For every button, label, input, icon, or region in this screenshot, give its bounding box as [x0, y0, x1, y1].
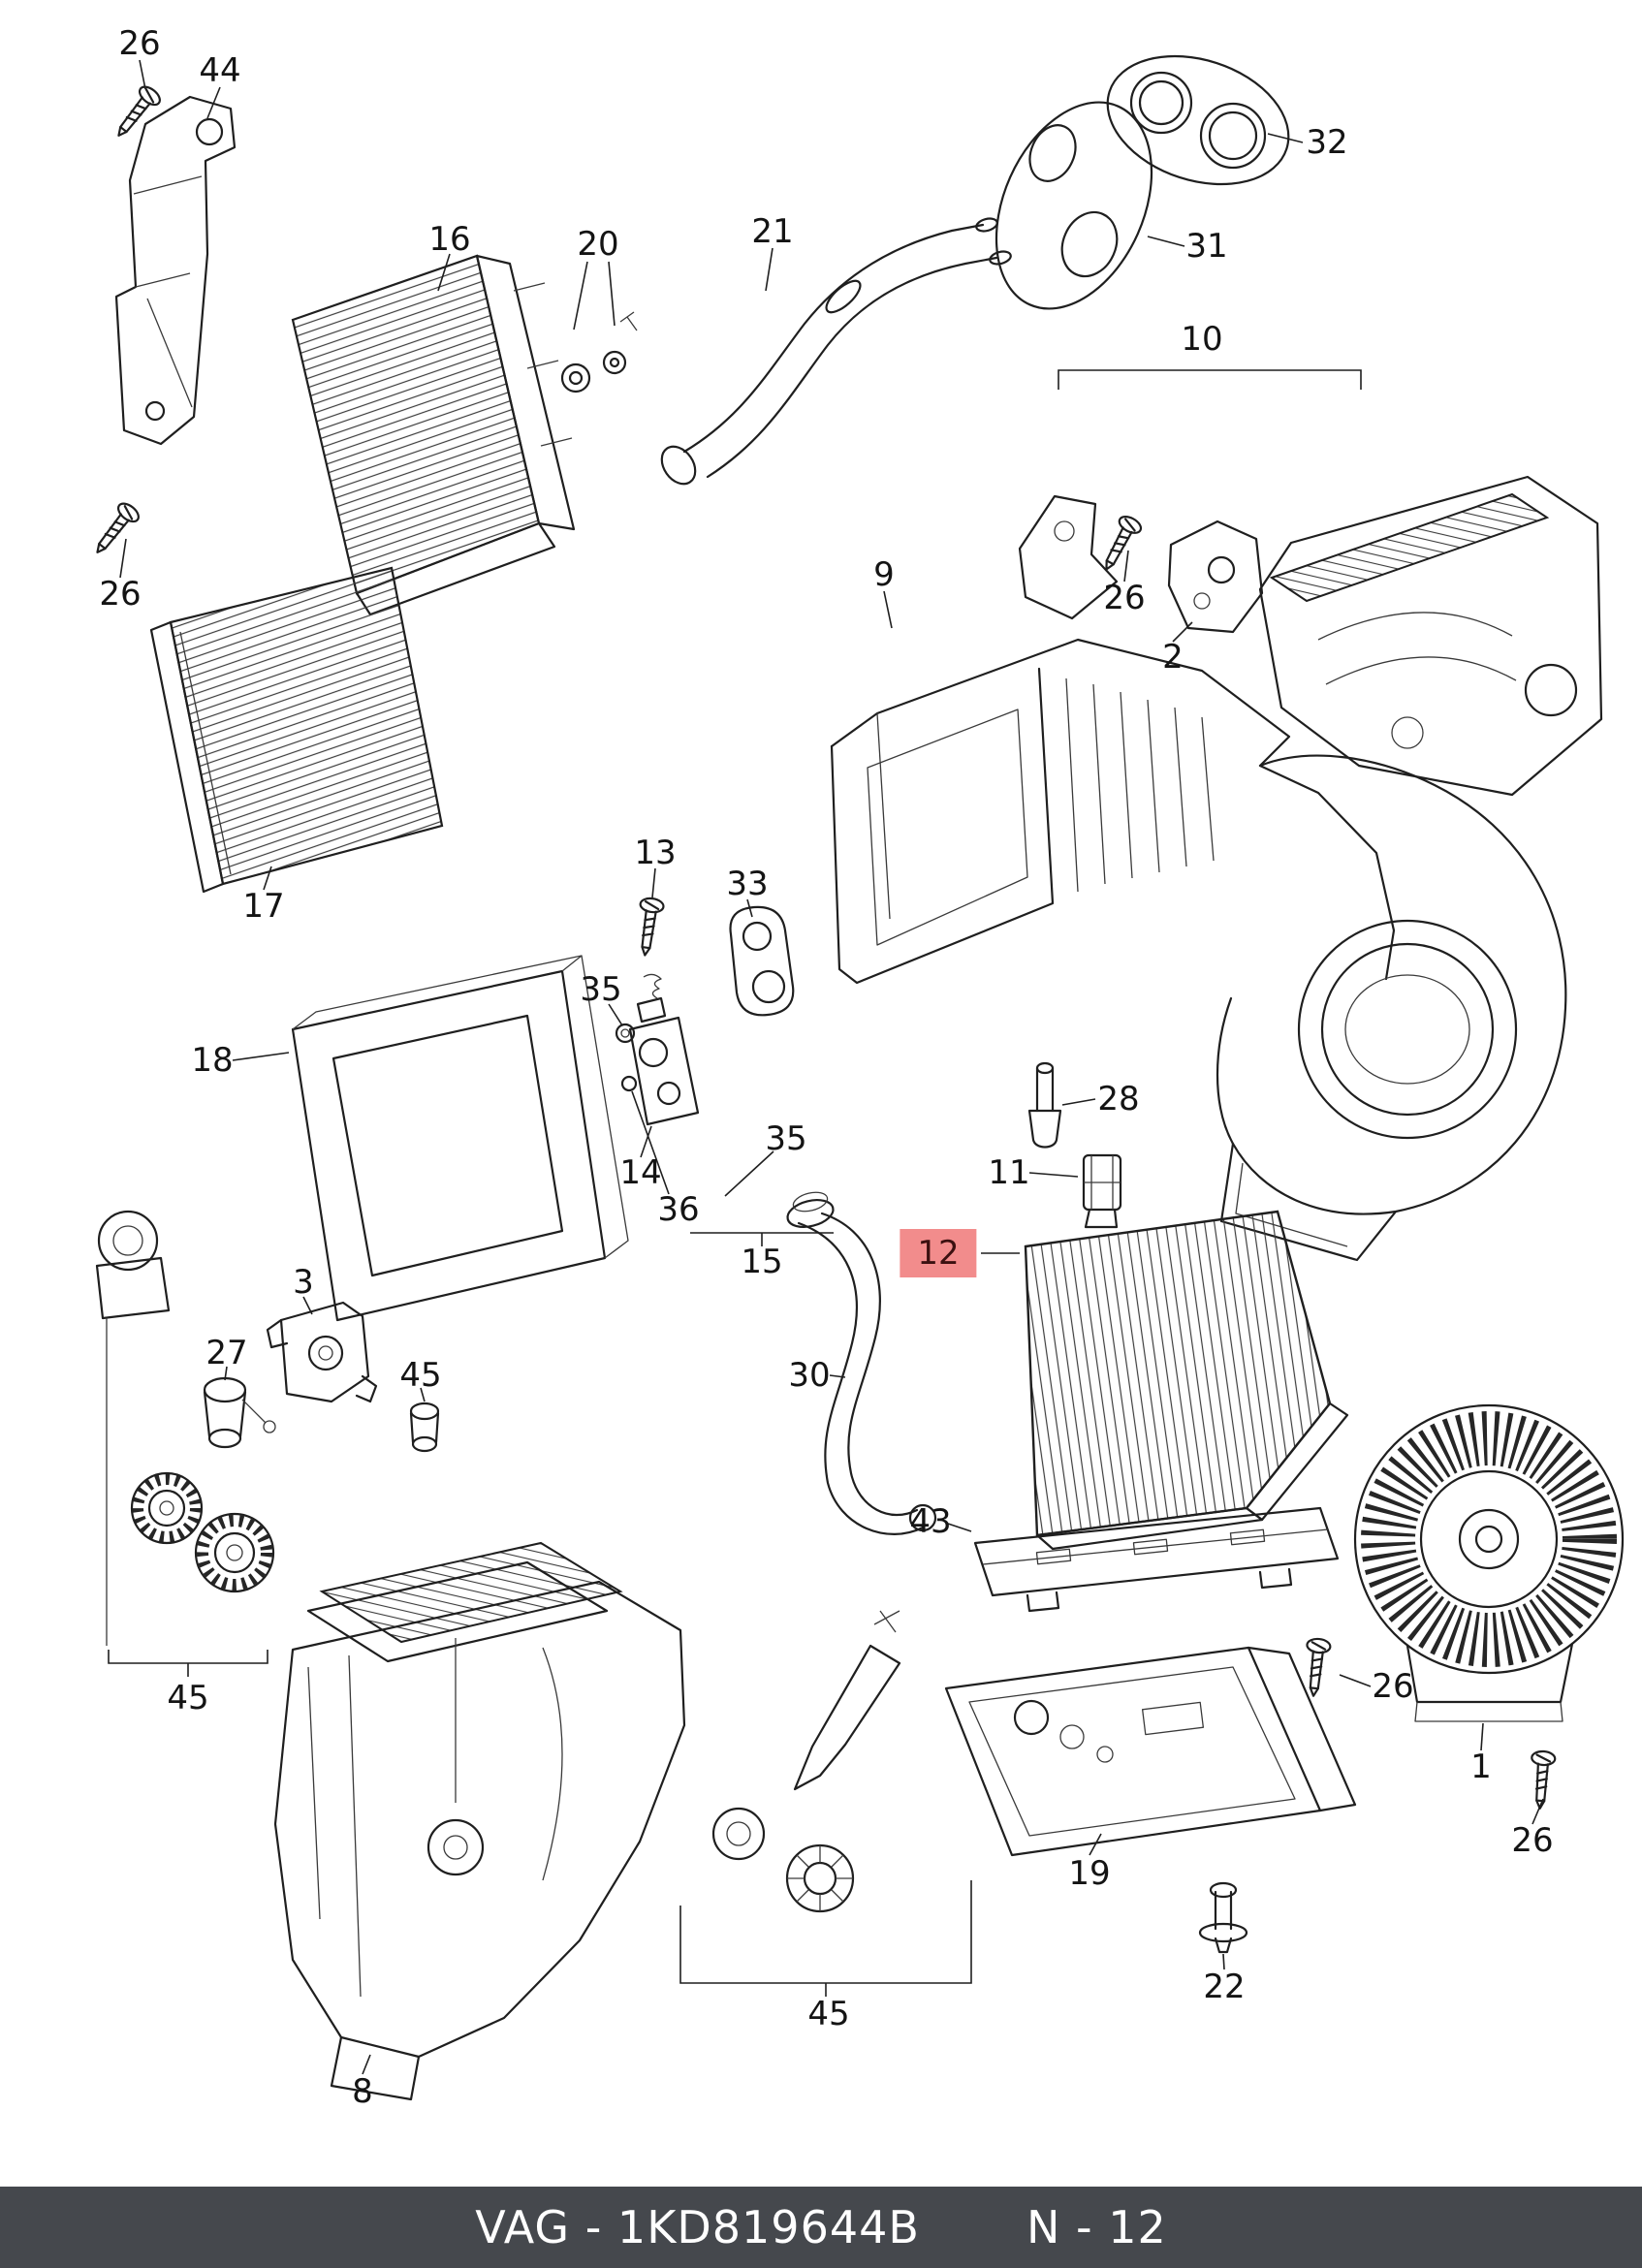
part-35-ring [615, 1023, 636, 1044]
part-32-seal [1106, 54, 1290, 186]
part-callout-8: 8 [352, 2072, 373, 2111]
part-callout-15: 15 [741, 1243, 783, 1281]
part-callout-20: 20 [577, 225, 619, 264]
part-33-grommet [729, 905, 795, 1017]
part-45-gears [108, 1471, 275, 1677]
part-18-frame [291, 955, 629, 1322]
part-callout-26: 26 [99, 575, 142, 614]
part-callout-35: 35 [765, 1119, 807, 1158]
part-callout-44: 44 [199, 51, 241, 90]
part-callout-16: 16 [428, 220, 471, 259]
part-11-retainer [1082, 1153, 1122, 1229]
part-callout-22: 22 [1203, 1968, 1246, 2006]
part-callout-3: 3 [293, 1263, 314, 1302]
part-14-expansion-valve [628, 973, 700, 1126]
part-callout-26: 26 [118, 24, 161, 63]
part-duct-elbow [95, 1210, 171, 1646]
part-callout-43: 43 [909, 1502, 952, 1541]
part-callout-1: 1 [1470, 1748, 1492, 1786]
part-callout-45: 45 [399, 1356, 442, 1395]
part-10-intake [1258, 475, 1603, 797]
part-45-linkage [679, 1610, 972, 1997]
part-1-blower [1353, 1403, 1625, 1722]
part-31-seal [995, 101, 1153, 310]
part-19-cover [944, 1646, 1357, 1857]
part-16-heater-core [291, 254, 576, 616]
part-45-clip [409, 1402, 440, 1453]
part-22-rivet [1198, 1881, 1248, 1954]
part-44-bracket [114, 95, 237, 446]
part-callout-30: 30 [788, 1356, 831, 1395]
part-callout-26: 26 [1511, 1821, 1554, 1860]
part-callout-12: 12 [900, 1229, 977, 1277]
part-callout-36: 36 [657, 1190, 700, 1229]
part-callout-45: 45 [167, 1679, 209, 1717]
part-callout-14: 14 [619, 1153, 662, 1192]
part-17-condenser [149, 566, 444, 894]
part-43-bracket [973, 1506, 1340, 1613]
footer-part-code: VAG - 1KD819644B [475, 2201, 920, 2253]
part-8-housing [273, 1541, 686, 2101]
part-callout-17: 17 [242, 887, 285, 926]
part-callout-26: 26 [1372, 1667, 1414, 1706]
part-callout-32: 32 [1306, 123, 1348, 162]
part-callout-45: 45 [807, 1995, 850, 2033]
part-mount-bracket [1018, 494, 1119, 620]
footer-page-ref: N - 12 [1026, 2201, 1167, 2253]
part-20-fittings [560, 311, 638, 394]
part-callout-18: 18 [191, 1041, 234, 1080]
part-30-drain-hose [786, 1191, 937, 1535]
part-callout-13: 13 [634, 834, 677, 872]
part-28-sensor [1027, 1061, 1062, 1149]
footer-bar: VAG - 1KD819644B N - 12 [0, 2187, 1642, 2268]
part-callout-35: 35 [580, 970, 622, 1009]
part-callout-9: 9 [873, 555, 895, 594]
part-callout-11: 11 [988, 1153, 1030, 1192]
part-2-actuator [1167, 520, 1264, 634]
part-callout-31: 31 [1185, 227, 1228, 266]
part-12-cabin-filter [1024, 1210, 1349, 1551]
part-36-ring [620, 1075, 638, 1092]
part-callout-33: 33 [726, 865, 769, 903]
leader-lines [119, 59, 1544, 2075]
part-27-sensor [203, 1376, 276, 1449]
part-21-hose [660, 217, 1012, 486]
part-callout-28: 28 [1097, 1080, 1140, 1118]
part-callout-26: 26 [1103, 579, 1146, 617]
part-callout-2: 2 [1162, 638, 1184, 677]
part-3-actuator [266, 1301, 378, 1403]
part-callout-27: 27 [205, 1334, 248, 1372]
part-callout-10: 10 [1181, 320, 1223, 359]
part-9-housing [830, 638, 1567, 1262]
part-callout-21: 21 [751, 212, 794, 251]
part-callout-19: 19 [1068, 1854, 1111, 1893]
